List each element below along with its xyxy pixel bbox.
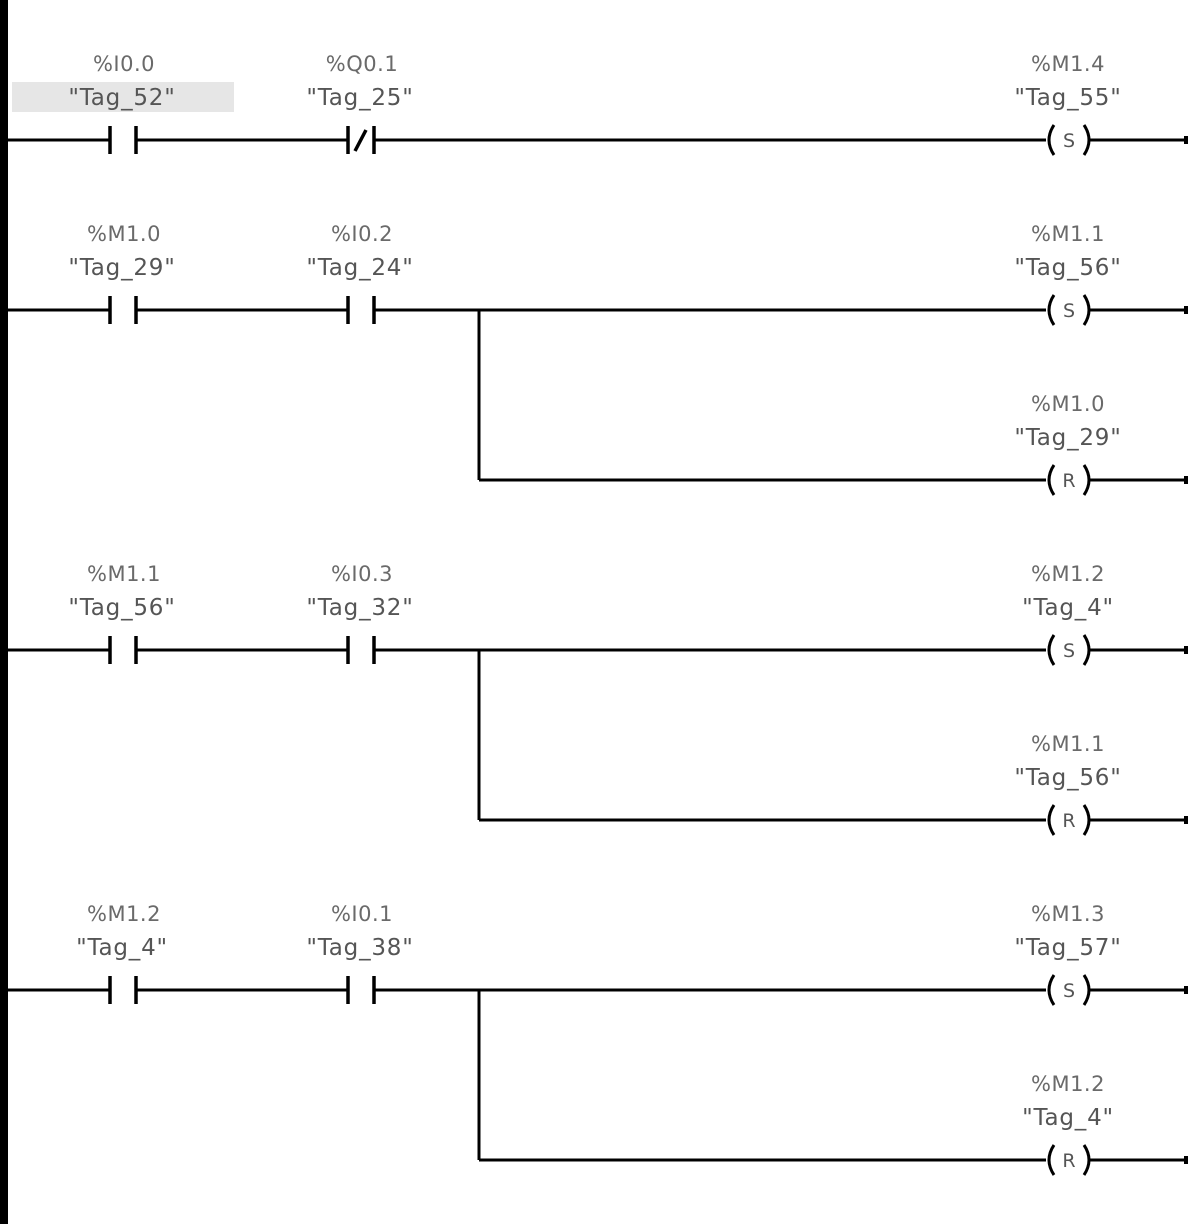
contact-address: %I0.0 [93,52,155,76]
right-terminal [1184,306,1188,314]
coil-address: %M1.2 [1031,1072,1105,1096]
coil-m1-0-r[interactable]: %M1.0 "Tag_29" R [1014,392,1188,496]
contact-tag: "Tag_29" [68,255,175,281]
contact-tag: "Tag_52" [68,85,175,111]
coil-right-arc [1082,294,1091,326]
coil-type-letter: S [1063,980,1075,1002]
coil-left-arc [1047,804,1056,836]
coil-address: %M1.3 [1031,902,1105,926]
coil-type-letter: R [1062,470,1075,492]
network-4: %M1.2 "Tag_4" %I0.1 "Tag_38" %M1.3 "Tag_57" S%… [4,902,1188,1176]
coil-left-arc [1047,294,1056,326]
right-terminal [1184,986,1188,994]
contact-tag: "Tag_38" [306,935,413,961]
contact-tag: "Tag_4" [76,935,168,961]
tag-highlight [12,82,234,112]
coil-address: %M1.2 [1031,562,1105,586]
contact-nc-slash [353,129,368,152]
contact-m1-0[interactable]: %M1.0 "Tag_29" [68,222,175,324]
coil-left-arc [1047,1144,1056,1176]
coil-right-arc [1082,464,1091,496]
contact-i0-0[interactable]: %I0.0 "Tag_52" [12,52,234,154]
coil-left-arc [1047,464,1056,496]
right-terminal [1184,1156,1188,1164]
contact-tag: "Tag_56" [68,595,175,621]
right-terminal [1184,646,1188,654]
contact-address: %M1.2 [87,902,161,926]
coil-address: %M1.4 [1031,52,1105,76]
right-terminal [1184,816,1188,824]
coil-type-letter: S [1063,640,1075,662]
coil-left-arc [1047,124,1056,156]
coil-right-arc [1082,634,1091,666]
coil-address: %M1.1 [1031,222,1105,246]
network-3: %M1.1 "Tag_56" %I0.3 "Tag_32" %M1.2 "Tag_4" S%… [4,562,1188,836]
coil-tag: "Tag_56" [1014,765,1121,791]
coil-tag: "Tag_29" [1014,425,1121,451]
contact-tag: "Tag_32" [306,595,413,621]
coil-address: %M1.0 [1031,392,1105,416]
coil-type-letter: S [1063,300,1075,322]
contact-address: %I0.2 [331,222,393,246]
coil-m1-2-r[interactable]: %M1.2 "Tag_4" R [1022,1072,1188,1176]
coil-tag: "Tag_4" [1022,595,1114,621]
coil-type-letter: S [1063,130,1075,152]
coil-right-arc [1082,124,1091,156]
contact-address: %I0.3 [331,562,393,586]
left-power-rail [0,0,8,1224]
coil-tag: "Tag_56" [1014,255,1121,281]
left-rail-bar [0,0,8,1224]
contact-m1-2[interactable]: %M1.2 "Tag_4" [76,902,168,1004]
contact-i0-1[interactable]: %I0.1 "Tag_38" [306,902,413,1004]
right-terminal [1184,476,1188,484]
network-1: %I0.0 "Tag_52" %Q0.1 "Tag_25" %M1.4 "Tag_55" S [4,52,1188,156]
contact-i0-3[interactable]: %I0.3 "Tag_32" [306,562,413,664]
coil-left-arc [1047,974,1056,1006]
contact-address: %M1.0 [87,222,161,246]
contact-tag: "Tag_24" [306,255,413,281]
contact-address: %M1.1 [87,562,161,586]
contact-tag: "Tag_25" [306,85,413,111]
coil-type-letter: R [1062,810,1075,832]
contact-address: %I0.1 [331,902,393,926]
network-2: %M1.0 "Tag_29" %I0.2 "Tag_24" %M1.1 "Tag_56" S… [4,222,1188,496]
coil-m1-1-r[interactable]: %M1.1 "Tag_56" R [1014,732,1188,836]
coil-tag: "Tag_4" [1022,1105,1114,1131]
coil-type-letter: R [1062,1150,1075,1172]
contact-q0-1[interactable]: %Q0.1 "Tag_25" [306,52,413,154]
coil-right-arc [1082,1144,1091,1176]
coil-tag: "Tag_55" [1014,85,1121,111]
coil-right-arc [1082,974,1091,1006]
coil-m1-1-s[interactable]: %M1.1 "Tag_56" S [1014,222,1188,326]
contact-m1-1[interactable]: %M1.1 "Tag_56" [68,562,175,664]
coil-left-arc [1047,634,1056,666]
contact-address: %Q0.1 [326,52,398,76]
coil-right-arc [1082,804,1091,836]
coil-m1-3-s[interactable]: %M1.3 "Tag_57" S [1014,902,1188,1006]
coil-address: %M1.1 [1031,732,1105,756]
right-terminal [1184,136,1188,144]
coil-m1-4-s[interactable]: %M1.4 "Tag_55" S [1014,52,1188,156]
contact-i0-2[interactable]: %I0.2 "Tag_24" [306,222,413,324]
coil-tag: "Tag_57" [1014,935,1121,961]
coil-m1-2-s[interactable]: %M1.2 "Tag_4" S [1022,562,1188,666]
